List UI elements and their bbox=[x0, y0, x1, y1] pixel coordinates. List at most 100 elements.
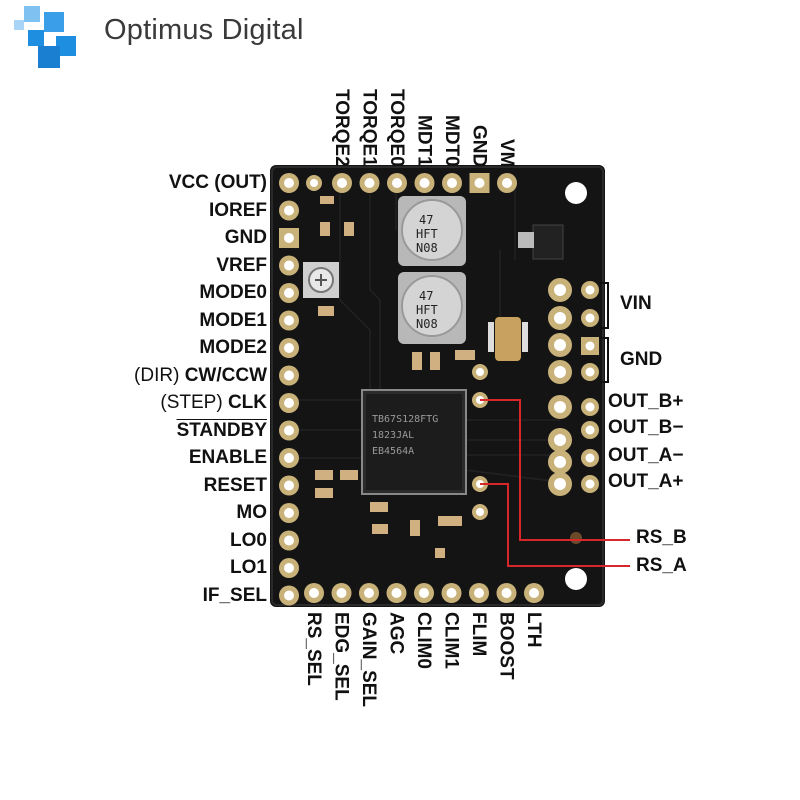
pin-hole bbox=[284, 398, 294, 408]
pin-label-text: MODE1 bbox=[199, 309, 267, 331]
potentiometer bbox=[303, 262, 339, 298]
top-pin-label: MDT1 bbox=[413, 115, 435, 167]
pin-hole bbox=[554, 284, 566, 296]
pin-hole bbox=[554, 478, 566, 490]
bottom-pin-label: AGC bbox=[385, 612, 407, 655]
chip-line-3: EB4564A bbox=[372, 446, 414, 457]
pin-hole bbox=[447, 178, 457, 188]
chip-line-1: TB67S128FTG bbox=[372, 414, 438, 425]
cap-top-line-2: HFT bbox=[416, 227, 438, 241]
pin-label-text: VREF bbox=[216, 254, 267, 276]
left-pin-label: LO0 bbox=[230, 531, 267, 550]
pin-hole bbox=[419, 178, 430, 188]
pin-hole bbox=[476, 508, 484, 516]
bottom-pin-label: CLIM0 bbox=[413, 612, 434, 669]
pin-hole bbox=[284, 343, 294, 353]
left-pin-label: ENABLE bbox=[189, 448, 267, 467]
pin-hole bbox=[284, 425, 294, 436]
left-pin-label: MODE1 bbox=[199, 311, 267, 330]
left-pin-label: VREF bbox=[216, 256, 267, 275]
bottom-pin-label: RS_SEL bbox=[303, 612, 324, 686]
pin-label-text: MO bbox=[236, 502, 267, 523]
pin-label-text: MODE2 bbox=[199, 337, 267, 358]
pin-hole bbox=[446, 588, 457, 598]
right-pin-label: GND bbox=[620, 349, 663, 370]
pin-hole bbox=[554, 312, 566, 324]
pin-label-text: LO1 bbox=[230, 557, 267, 578]
top-pin-label: TORQE2 bbox=[331, 89, 352, 167]
pin-label-text: IOREF bbox=[208, 199, 267, 221]
top-pin-label: VM bbox=[496, 138, 517, 168]
mounting-hole bbox=[565, 182, 587, 204]
pin-hole bbox=[284, 563, 294, 573]
right-pin-label: VIN bbox=[620, 293, 652, 314]
left-pin-label: (DIR) CW/CCW bbox=[134, 366, 267, 385]
top-pin-label: MDT0 bbox=[441, 115, 462, 167]
inductor bbox=[495, 317, 521, 361]
optimus-logo-icon bbox=[14, 6, 76, 68]
left-pin-label: STANDBY bbox=[177, 421, 267, 440]
cap-bottom-line-3: N08 bbox=[416, 317, 438, 331]
left-pin-label: MO bbox=[236, 503, 267, 522]
top-pin-label: TORQE0 bbox=[386, 89, 407, 167]
pin-hole bbox=[554, 401, 566, 413]
mounting-hole bbox=[565, 568, 587, 590]
pin-hole bbox=[501, 588, 512, 598]
pin-label-text: LO0 bbox=[230, 529, 267, 551]
pin-hole bbox=[284, 453, 294, 463]
left-pin-label: RESET bbox=[204, 476, 267, 495]
vin-gnd-brackets bbox=[600, 282, 609, 383]
pin-label-text: RESET bbox=[203, 474, 267, 496]
pin-hole bbox=[585, 341, 595, 351]
pin-hole bbox=[310, 179, 318, 187]
pin-hole bbox=[364, 178, 375, 188]
pin-hole bbox=[585, 285, 595, 295]
bottom-pin-label: FLIM bbox=[468, 612, 489, 657]
left-pin-label: IOREF bbox=[209, 201, 267, 220]
pin-hole bbox=[284, 535, 294, 546]
capacitor-top bbox=[398, 196, 466, 266]
brand-name: Optimus Digital bbox=[104, 14, 304, 46]
pin-hole bbox=[502, 178, 512, 188]
rs-pin-label: RS_A bbox=[636, 555, 687, 576]
pin-hole bbox=[284, 205, 294, 216]
cap-top-line-1: 47 bbox=[419, 213, 433, 227]
rs-pin-label: RS_B bbox=[636, 527, 687, 548]
pcb-board bbox=[270, 165, 605, 607]
pin-hole bbox=[284, 590, 294, 601]
pin-label-text: MODE0 bbox=[199, 282, 267, 303]
pin-hole bbox=[336, 588, 347, 598]
pin-hole bbox=[284, 260, 294, 271]
cap-top-line-3: N08 bbox=[416, 241, 438, 255]
pin-hole bbox=[585, 425, 595, 435]
pin-hole bbox=[585, 402, 595, 412]
bottom-pin-label: CLIM1 bbox=[440, 612, 462, 669]
pin-hole bbox=[419, 588, 429, 598]
left-pin-label: GND bbox=[225, 228, 267, 247]
pin-hole bbox=[585, 313, 595, 323]
pin-hole bbox=[391, 588, 402, 598]
pin-label-text: ENABLE bbox=[188, 447, 267, 468]
pin-hole bbox=[554, 366, 566, 378]
pin-hole bbox=[284, 233, 294, 243]
bottom-pin-label: EDG_SEL bbox=[330, 612, 352, 701]
smd-components bbox=[315, 196, 475, 558]
pin-label-text: CW/CCW bbox=[184, 364, 267, 386]
bottom-pin-label: GAIN_SEL bbox=[358, 612, 379, 708]
pin-hole bbox=[284, 178, 294, 188]
pin-hole bbox=[284, 508, 294, 518]
rs-traces bbox=[480, 399, 630, 567]
left-pin-label: MODE2 bbox=[199, 338, 267, 357]
bottom-pin-label: LTH bbox=[523, 612, 544, 648]
right-pin-label: OUT_A− bbox=[608, 445, 684, 466]
capacitor-bottom bbox=[398, 272, 466, 344]
driver-chip bbox=[361, 389, 467, 495]
mosfet bbox=[532, 224, 564, 260]
pin-hole bbox=[284, 315, 294, 326]
pin-label-text: VCC (OUT) bbox=[168, 172, 267, 193]
pin-hole bbox=[476, 368, 484, 376]
pin-hole bbox=[554, 434, 566, 446]
top-pin-label: GND bbox=[468, 124, 490, 167]
pin-hole bbox=[364, 588, 374, 598]
